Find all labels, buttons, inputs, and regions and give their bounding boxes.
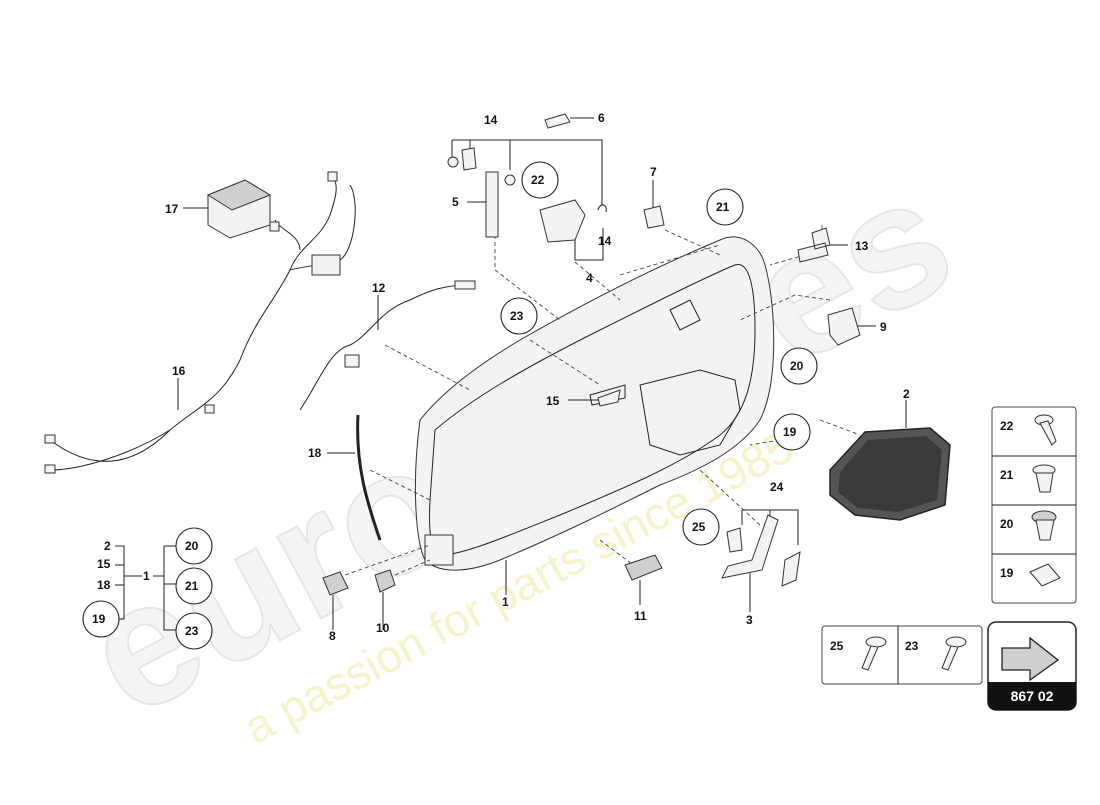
part-13	[797, 227, 831, 263]
part-5	[485, 171, 499, 238]
legend-23: 23	[905, 639, 919, 653]
callout-12: 12	[372, 281, 386, 295]
group-left-15: 15	[97, 557, 111, 571]
bracket-group: 2 15 18 19 1 20 21 23	[82, 527, 213, 650]
group-center-1: 1	[143, 569, 150, 583]
part-8	[322, 571, 349, 596]
cable-12	[299, 280, 476, 411]
speaker-grille-2	[829, 427, 951, 521]
legend-25: 25	[830, 639, 844, 653]
module-17	[206, 179, 272, 239]
callout-7: 7	[650, 165, 657, 179]
callout-2: 2	[903, 387, 910, 401]
group-right-20: 20	[185, 539, 199, 553]
circle-23: 23	[510, 309, 524, 323]
circle-20: 20	[790, 359, 804, 373]
callout-13: 13	[855, 239, 869, 253]
legend-22: 22	[1000, 419, 1014, 433]
fastener-legend: 22 21 20 19	[991, 406, 1077, 604]
seal-18	[356, 414, 382, 541]
callout-11: 11	[634, 609, 647, 623]
callout-18: 18	[308, 446, 322, 460]
callout-6: 6	[598, 111, 605, 125]
bottom-legend: 25 23	[821, 625, 983, 685]
legend-21: 21	[1000, 468, 1014, 482]
part-3	[721, 514, 779, 579]
part-6	[544, 113, 571, 129]
part-15	[597, 389, 621, 407]
circled-callouts: 22 21 23 20 19 25	[500, 161, 818, 546]
callout-17: 17	[165, 202, 179, 216]
group-right-23: 23	[185, 624, 199, 638]
clip-19-icon	[1029, 563, 1061, 587]
door-panel	[414, 236, 775, 571]
circle-19: 19	[783, 425, 797, 439]
wiring-harness	[44, 171, 356, 474]
callout-labels: 14 6 7 17 5 14 4 13 12 9 16 15 2 18 24 1…	[165, 111, 910, 643]
part-11	[624, 554, 663, 581]
circle-25: 25	[692, 520, 706, 534]
diagram-code: 867 02	[1011, 688, 1054, 704]
diagram-code-box: 867 02	[987, 621, 1077, 711]
clip-20-icon	[1031, 510, 1057, 541]
part-7	[643, 205, 665, 229]
circle-22: 22	[531, 173, 545, 187]
group-left-2: 2	[104, 539, 111, 553]
callout-15: 15	[546, 394, 560, 408]
part-9	[827, 307, 861, 346]
callout-14a: 14	[484, 113, 498, 127]
part-10	[374, 569, 396, 593]
group-right-21: 21	[185, 579, 199, 593]
screw-22-icon	[1034, 414, 1057, 446]
clip-21-icon	[1032, 464, 1056, 493]
callout-16: 16	[172, 364, 186, 378]
callout-1: 1	[502, 595, 509, 609]
callout-9: 9	[880, 320, 887, 334]
part-4-hinge	[539, 199, 586, 243]
callout-3: 3	[746, 613, 753, 627]
group-left-18: 18	[97, 578, 111, 592]
small-parts	[322, 113, 861, 596]
callout-10: 10	[376, 621, 390, 635]
callout-4: 4	[586, 271, 593, 285]
screw-25-icon	[861, 636, 887, 671]
screw-23-icon	[941, 636, 967, 671]
callout-5: 5	[452, 195, 459, 209]
callout-8: 8	[329, 629, 336, 643]
legend-20: 20	[1000, 517, 1014, 531]
callout-24: 24	[770, 480, 784, 494]
callout-14b: 14	[598, 234, 612, 248]
group-left-19: 19	[92, 612, 106, 626]
arrow-icon	[1001, 636, 1060, 682]
legend-19: 19	[1000, 566, 1014, 580]
leader-lines	[177, 117, 907, 630]
circle-21: 21	[716, 200, 730, 214]
